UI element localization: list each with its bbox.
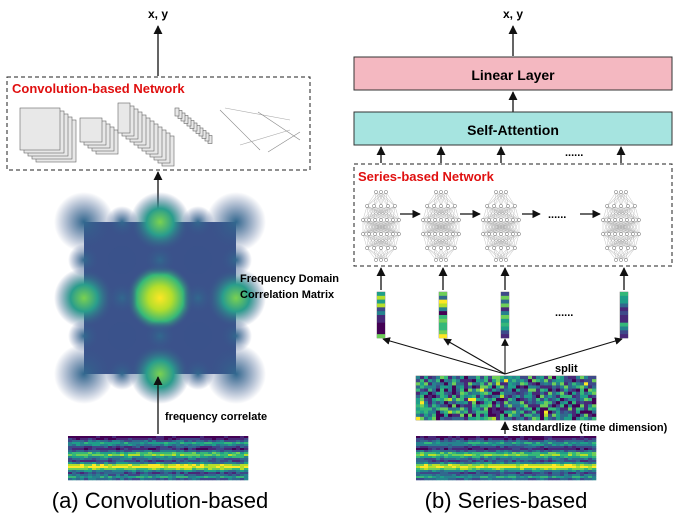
attention-ellipsis: ...... (565, 147, 583, 159)
left-output-label: x, y (148, 7, 168, 21)
conv-network-title: Convolution-based Network (12, 81, 185, 96)
conv-network-box (6, 76, 311, 171)
series-networks (361, 190, 641, 262)
split-arrows (382, 337, 623, 375)
series-to-network-arrows (376, 267, 629, 290)
network-ellipsis: ...... (548, 209, 566, 221)
right-panel: x, y Linear Layer Self-Attention ...... … (353, 7, 673, 513)
right-input-series (416, 436, 597, 481)
linear-layer-label: Linear Layer (471, 67, 555, 83)
series-network-title: Series-based Network (358, 169, 495, 184)
left-input-series (68, 436, 249, 481)
matrix-label-line1: Frequency Domain (240, 273, 339, 285)
self-attention-box (353, 111, 673, 146)
split-series (376, 291, 629, 339)
cnn-illustration (19, 102, 301, 167)
matrix-label-line2: Correlation Matrix (240, 289, 335, 301)
correlate-label: frequency correlate (165, 411, 267, 423)
correlation-matrix (54, 192, 266, 404)
series-ellipsis: ...... (555, 307, 573, 319)
network-to-attention-arrows (376, 146, 626, 163)
standardized-series (415, 375, 597, 421)
linear-layer-box (353, 56, 673, 91)
self-attention-label: Self-Attention (467, 122, 559, 138)
left-caption: (a) Convolution-based (52, 488, 268, 513)
right-caption: (b) Series-based (425, 488, 588, 513)
standardize-label: standardlize (time dimension) (512, 422, 668, 434)
left-panel: x, y Convolution-based Network Frequency… (6, 7, 339, 513)
right-output-label: x, y (503, 7, 523, 21)
split-label: split (555, 363, 578, 375)
